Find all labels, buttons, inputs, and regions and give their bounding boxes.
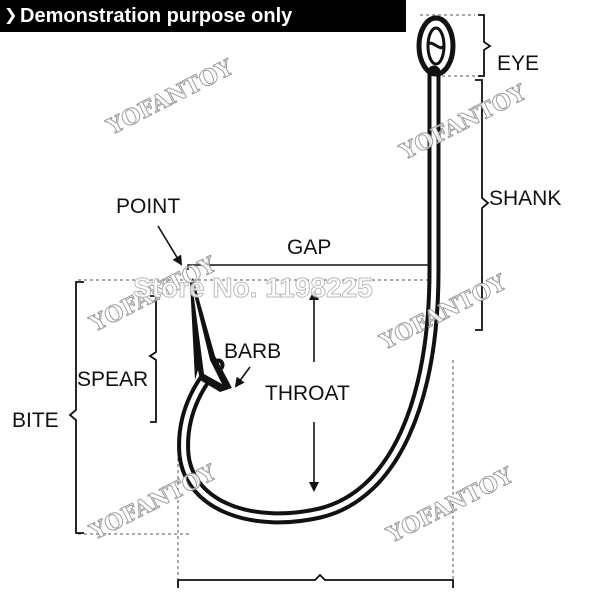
watermark-brand: YOFANTOY [395,80,531,166]
eye-bracket [478,14,492,77]
point-label: POINT [116,195,180,218]
hook-body-inner [181,71,437,521]
barb-arrow [234,366,251,388]
watermark-store: Store No. 1198225 [133,272,373,303]
eye-label: EYE [497,52,539,75]
hook-spear-inner [193,290,222,384]
spear-label: SPEAR [77,368,148,391]
watermark-brand: YOFANTOY [382,463,518,549]
throat-label: THROAT [265,382,350,405]
bite-label: BITE [12,409,59,432]
shank-bracket [475,79,490,331]
watermark-brand: YOFANTOY [375,270,511,356]
gap-bracket [187,264,431,270]
hook-eye-twist [427,41,446,50]
hook-spear [190,278,232,392]
barb-label: BARB [224,340,281,363]
dashed-guides [78,14,480,585]
point-arrow [157,225,183,266]
hook-eye [416,15,456,77]
watermark-brand: YOFANTOY [85,460,221,546]
spear-bracket [148,295,157,423]
demo-banner: ❯ Demonstration purpose only [0,0,406,32]
bottom-bracket [177,573,454,588]
gap-label: GAP [287,236,331,259]
shank-label: SHANK [489,187,561,210]
banner-chevron-icon: ❯ [4,7,18,24]
bite-bracket [68,281,84,534]
watermark-brand: YOFANTOY [102,55,238,141]
banner-text: Demonstration purpose only [20,5,293,27]
